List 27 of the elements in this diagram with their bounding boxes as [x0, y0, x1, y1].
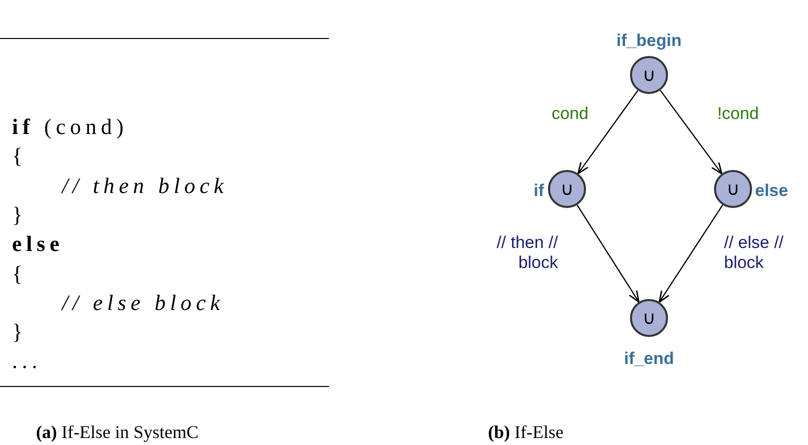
location-name: else	[755, 180, 790, 202]
caption: (b) If-Else	[488, 421, 564, 444]
code-line: }	[12, 202, 27, 228]
edge-label: // else // block	[724, 233, 785, 273]
location-name: if_end	[622, 348, 676, 370]
arrow	[576, 204, 640, 303]
edge-label: !cond	[716, 104, 760, 124]
urgent-mark: ∪	[642, 66, 656, 84]
code-line: // else block	[62, 290, 224, 316]
urgent-mark: ∪	[726, 180, 740, 198]
arrow	[660, 90, 722, 174]
code-line: {	[12, 260, 27, 286]
caption: (a) If-Else in SystemC	[36, 421, 198, 444]
code-line: }	[12, 319, 27, 346]
location-name: if	[532, 180, 544, 202]
code-line: if (cond)	[12, 114, 128, 140]
edge-label: // then // block	[496, 233, 558, 273]
urgent-mark: ∪	[560, 180, 574, 198]
code-line: // then block	[62, 172, 228, 199]
code-line: {	[12, 143, 27, 170]
location-name: if_begin	[615, 30, 683, 52]
urgent-mark: ∪	[642, 309, 656, 327]
code-line: ...	[12, 348, 42, 374]
arrow	[577, 90, 638, 174]
code-line: else	[12, 231, 64, 258]
edge-label: cond	[550, 104, 590, 124]
arrow	[658, 204, 724, 303]
